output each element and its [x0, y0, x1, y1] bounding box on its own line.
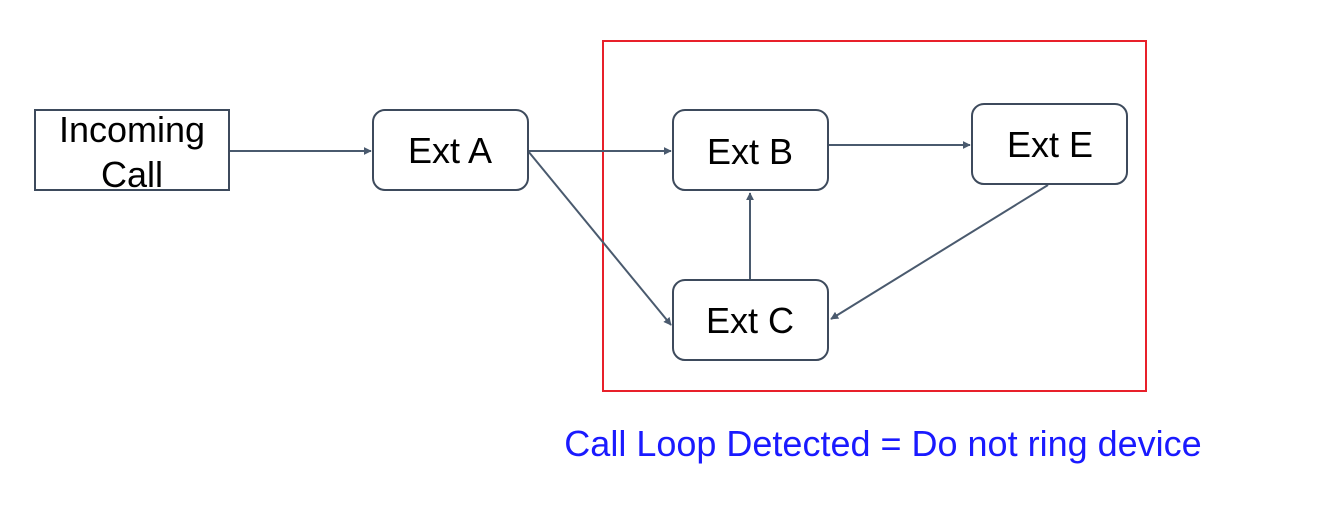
edges [229, 141, 1049, 326]
node-ext-a: Ext A [372, 109, 529, 191]
node-ext-c: Ext C [672, 279, 829, 361]
edge-ext-a-to-ext-c [527, 150, 672, 326]
node-incoming-call: Incoming Call [34, 109, 230, 195]
loop-detected-note: Call Loop Detected = Do not ring device [564, 423, 1201, 464]
node-ext-e-box [971, 103, 1128, 185]
node-ext-a-box [372, 109, 529, 191]
node-ext-e-label: Ext E [1007, 124, 1093, 165]
node-incoming-call-label-line1: Incoming [59, 109, 205, 150]
node-ext-c-label: Ext C [706, 300, 794, 341]
node-ext-e: Ext E [971, 103, 1128, 185]
edge-ext-e-to-ext-c [830, 184, 1049, 320]
node-ext-a-label: Ext A [408, 130, 492, 171]
node-incoming-call-box [34, 109, 230, 191]
loop-region-box [602, 40, 1147, 392]
node-incoming-call-label-line2: Call [101, 154, 163, 195]
node-ext-c-box [672, 279, 829, 361]
node-ext-b-box [672, 109, 829, 191]
node-ext-b: Ext B [672, 109, 829, 191]
node-ext-b-label: Ext B [707, 131, 793, 172]
